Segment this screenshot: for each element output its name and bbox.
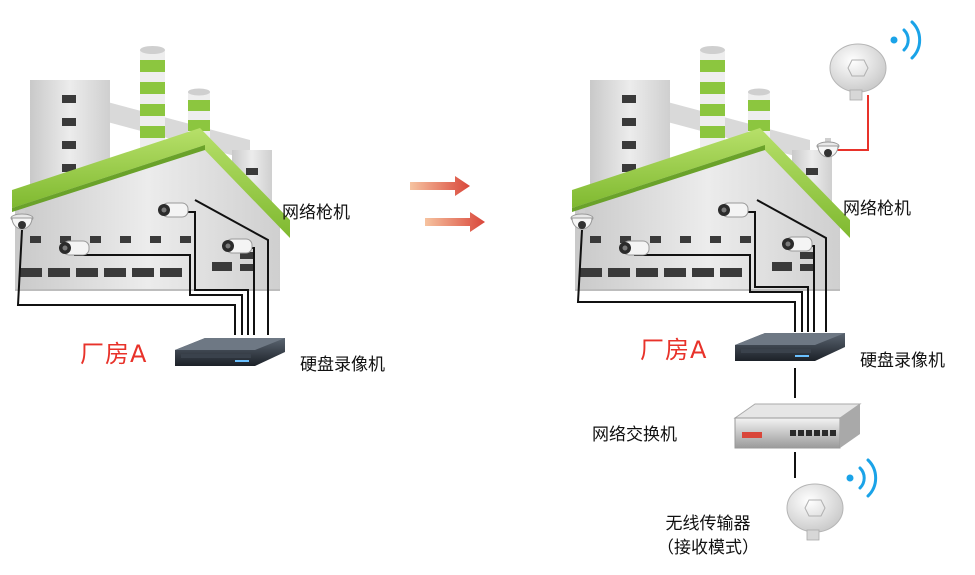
wifi-signal-icon	[889, 20, 922, 60]
left-factory-label: 厂房A	[80, 340, 148, 368]
right-wireless-transmitter-bottom	[786, 483, 844, 541]
left-scene	[10, 45, 291, 366]
wireless-label-line2: （接收模式）	[657, 538, 759, 558]
right-network-switch	[733, 403, 862, 449]
right-dvr-device	[735, 333, 845, 361]
right-bullet-camera-1	[618, 240, 650, 256]
right-factory-building	[571, 45, 851, 291]
wifi-signal-icon	[845, 458, 878, 498]
right-scene	[570, 20, 922, 541]
left-bullet-camera-1	[58, 240, 90, 256]
left-camera-label: 网络枪机	[282, 203, 350, 223]
arrow-icon	[425, 212, 485, 232]
right-camera-label: 网络枪机	[843, 199, 911, 219]
right-red-cable	[835, 95, 869, 151]
right-wireless-label: 无线传输器 （接收模式）	[648, 512, 768, 560]
transition-arrows	[410, 176, 485, 232]
left-dvr-label: 硬盘录像机	[300, 355, 385, 375]
right-switch-label: 网络交换机	[592, 425, 677, 445]
right-dvr-label: 硬盘录像机	[860, 351, 945, 371]
right-bullet-camera-2	[717, 202, 749, 218]
left-bullet-camera-3	[221, 238, 253, 254]
right-factory-label: 厂房A	[640, 336, 708, 364]
left-dvr-device	[175, 338, 285, 366]
left-factory-building	[11, 45, 291, 291]
arrow-icon	[410, 176, 470, 196]
right-bullet-camera-3	[781, 236, 813, 252]
wireless-label-line1: 无线传输器	[665, 514, 751, 534]
right-wireless-transmitter-top	[829, 43, 887, 101]
left-bullet-camera-2	[157, 202, 189, 218]
